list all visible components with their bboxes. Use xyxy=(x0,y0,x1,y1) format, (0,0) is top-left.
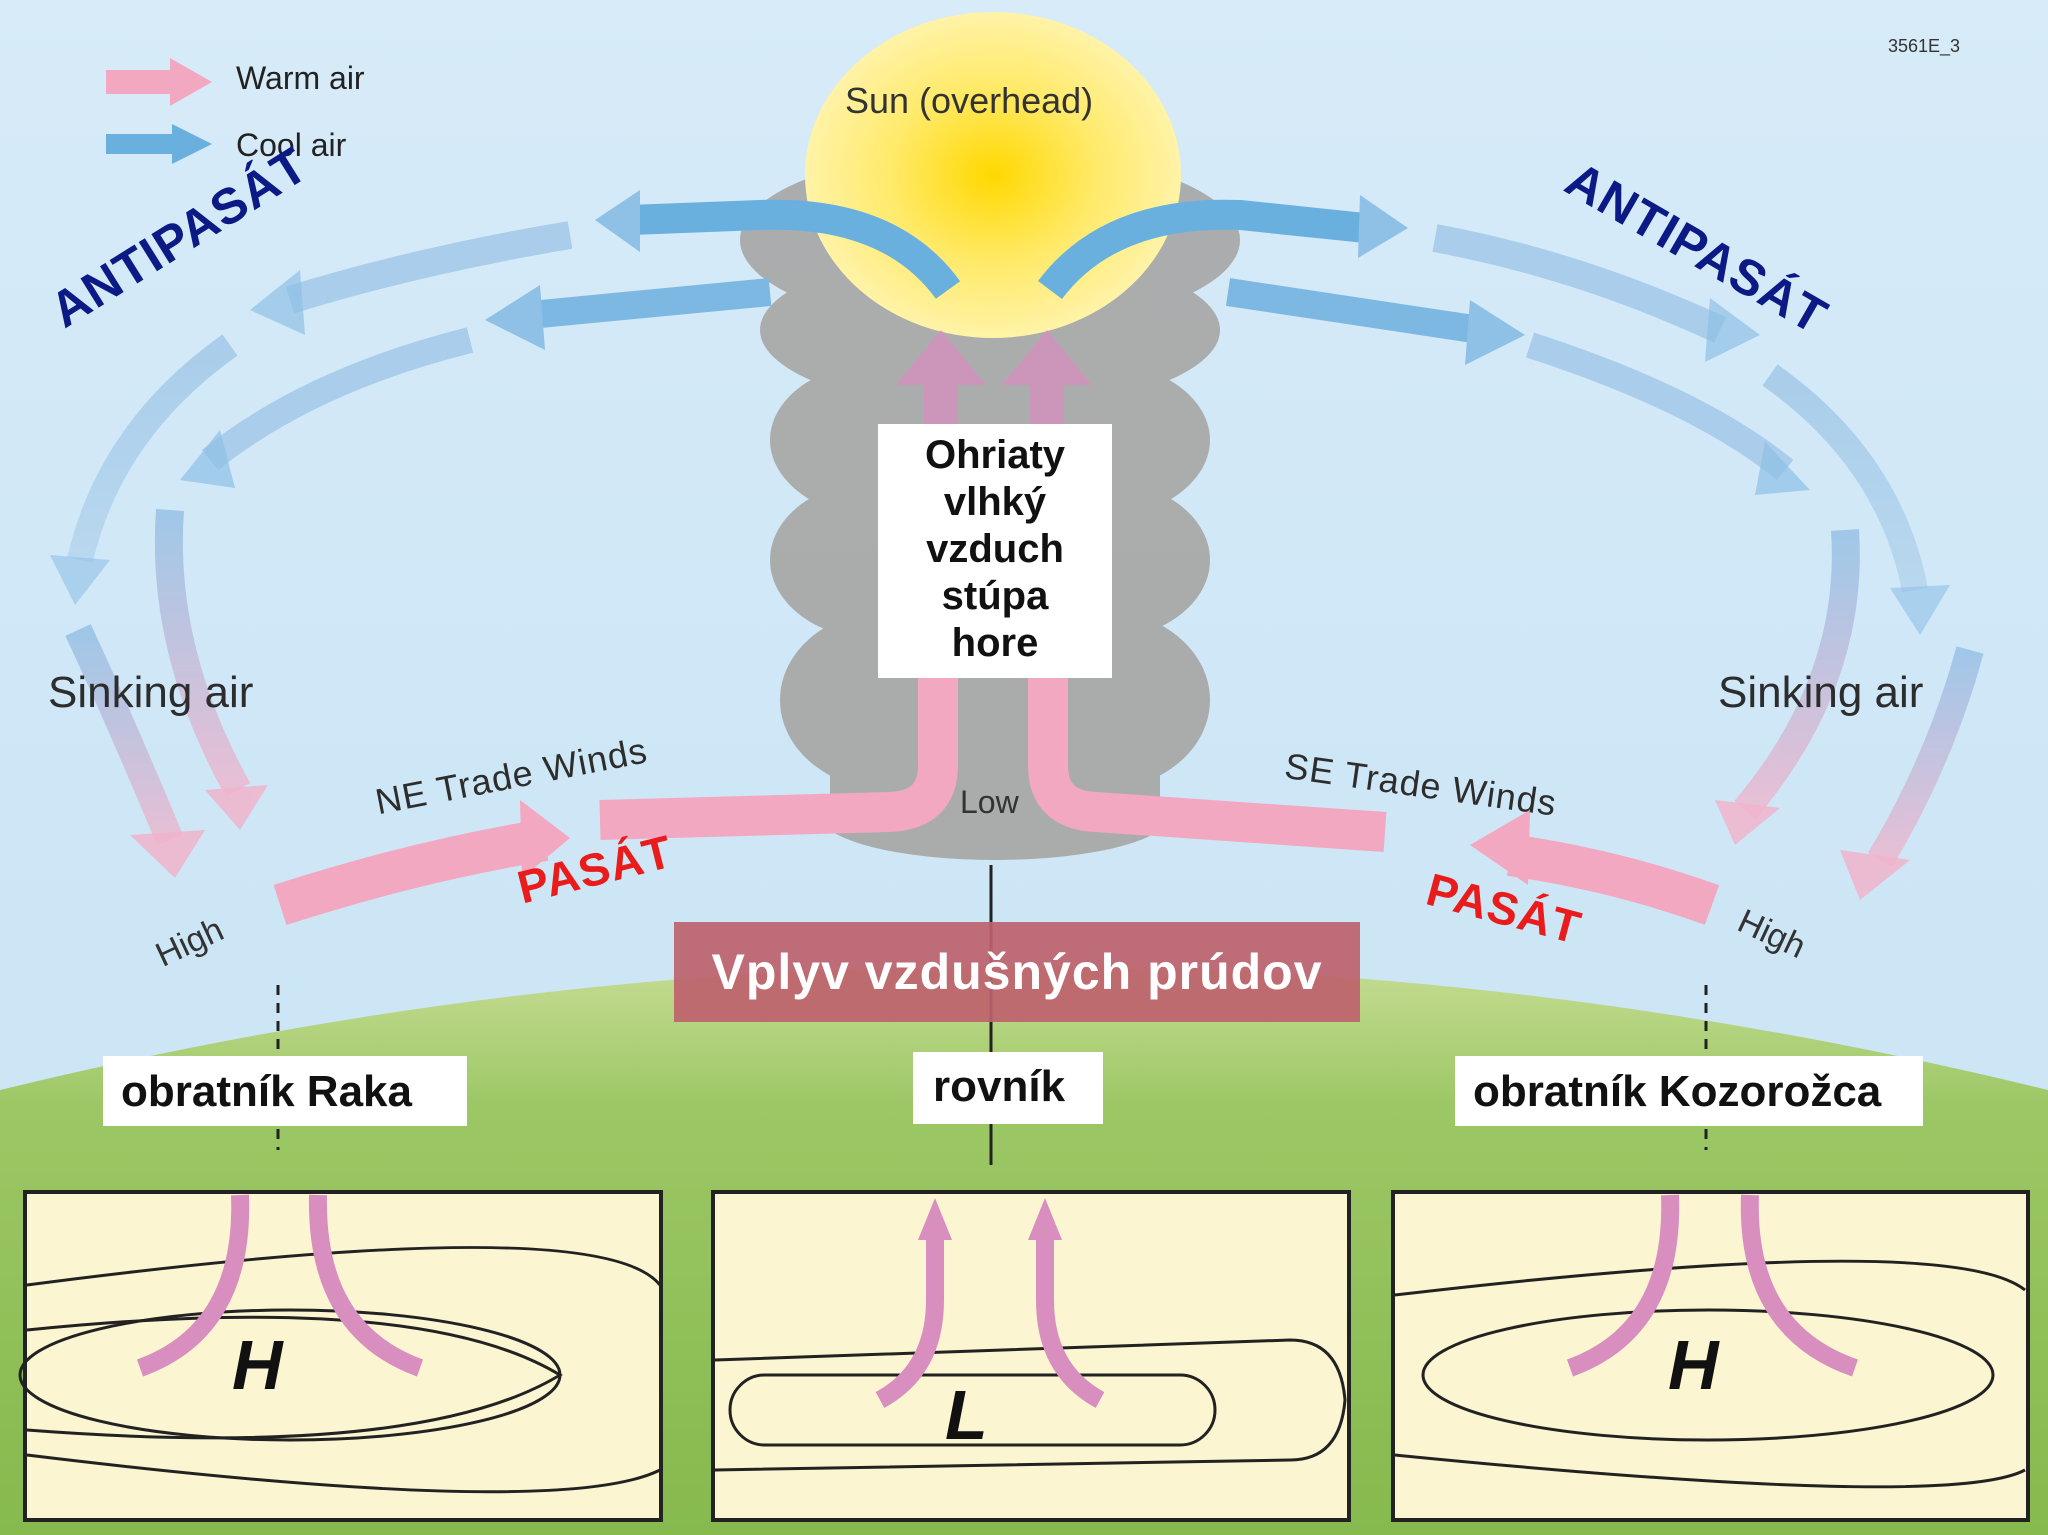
legend-warm-arrow xyxy=(106,58,212,106)
equator-label: rovník xyxy=(913,1052,1103,1124)
upper-cool-arrows xyxy=(67,199,1928,593)
rising-line: Ohriaty xyxy=(924,433,1066,477)
low-label: Low xyxy=(960,784,1019,820)
sinking-air-arrows xyxy=(65,509,1984,868)
panel-left-high-pressure xyxy=(18,1190,663,1522)
sinking-air-left-label: Sinking air xyxy=(48,668,254,717)
figure-code: 3561E_3 xyxy=(1888,36,1961,56)
tropic-cancer-label: obratník Raka xyxy=(103,1056,467,1126)
trade-arrowheads xyxy=(520,800,1530,885)
rising-air-box: Ohriaty vlhký vzduch stúpa hore xyxy=(878,424,1112,678)
legend-cool-arrow xyxy=(106,124,212,164)
low-pressure-symbol: L xyxy=(945,1376,988,1454)
tropic-capricorn-label: obratník Kozorožca xyxy=(1455,1056,1923,1126)
rising-line: vlhký xyxy=(943,480,1047,524)
sinking-arrowheads xyxy=(130,785,1910,900)
legend-warm-label: Warm air xyxy=(236,60,365,96)
rising-line: stúpa xyxy=(941,574,1049,618)
panel-right-high-pressure xyxy=(1391,1190,2030,1522)
high-pressure-symbol-right: H xyxy=(1668,1326,1719,1404)
sinking-air-right-label: Sinking air xyxy=(1718,668,1924,717)
legend-cool-label: Cool air xyxy=(236,127,347,163)
title-banner: Vplyv vzdušných prúdov xyxy=(674,922,1360,1022)
panel-center-low-pressure xyxy=(711,1190,1351,1522)
high-pressure-symbol-left: H xyxy=(232,1326,283,1404)
upper-arrowheads xyxy=(50,190,1950,635)
sun xyxy=(805,12,1181,338)
warm-air-flow xyxy=(273,540,1720,925)
rising-line: vzduch xyxy=(926,527,1064,571)
sun-label: Sun (overhead) xyxy=(845,80,1094,121)
rising-line: hore xyxy=(951,621,1039,665)
